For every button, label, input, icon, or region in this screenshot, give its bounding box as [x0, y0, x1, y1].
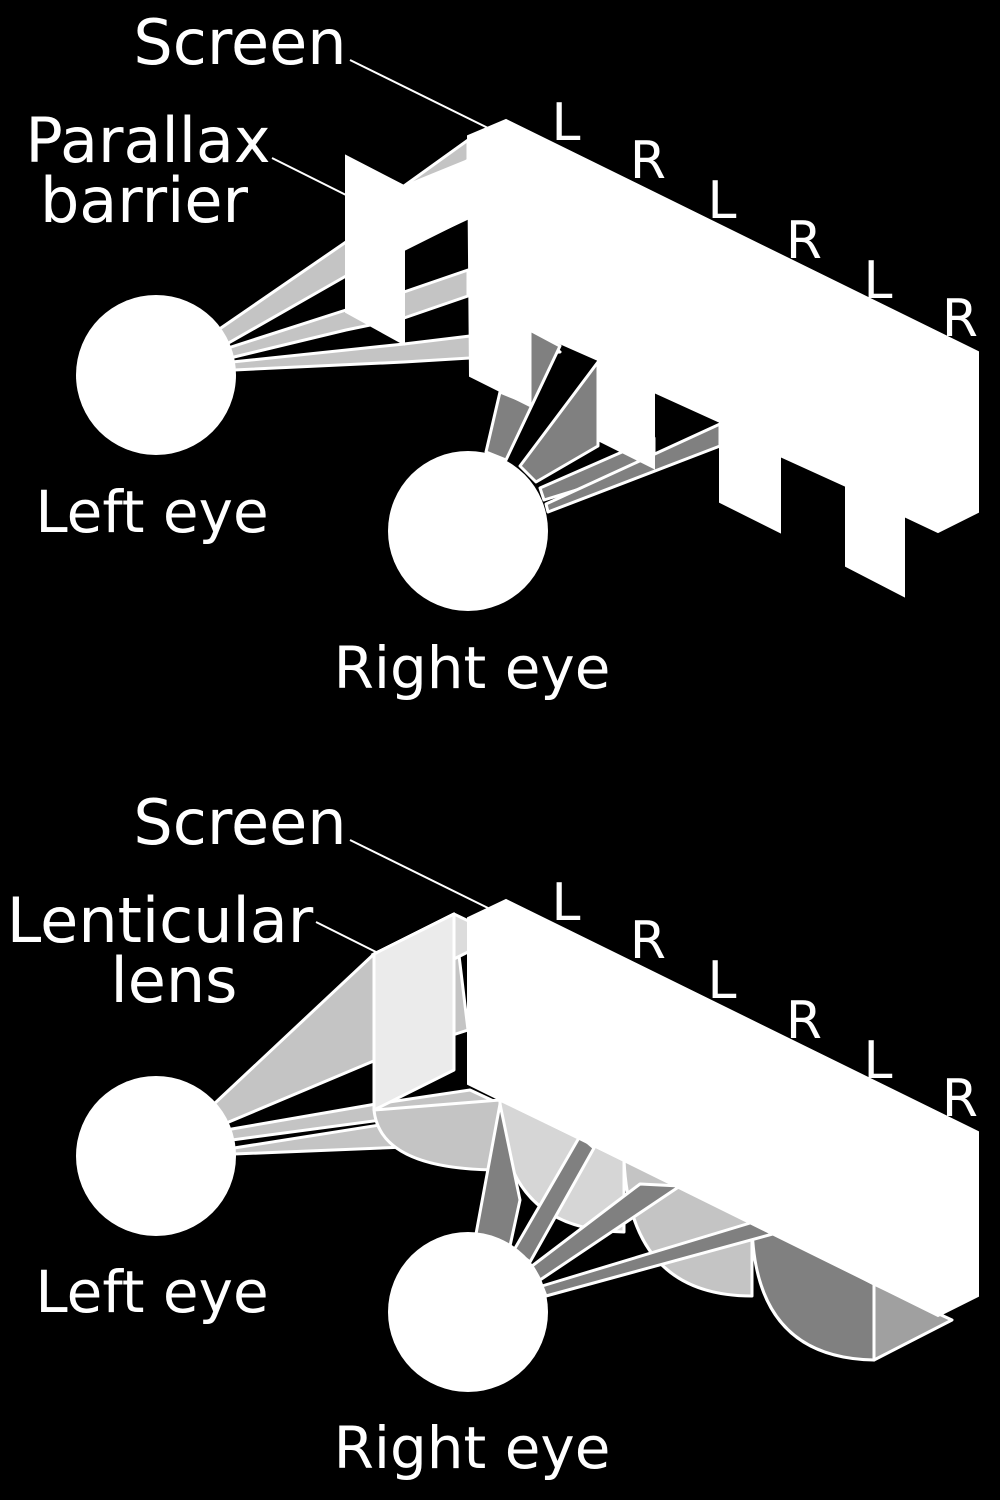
barrier-label-line1: Parallax [25, 104, 270, 177]
lens-column-label-5: L [864, 1031, 893, 1091]
column-label-5: L [864, 251, 893, 311]
lens-screen-label: Screen [133, 786, 346, 859]
lens-column-label-2: R [630, 911, 666, 971]
left-eye [76, 295, 236, 455]
parallax-barrier-panel: Screen Parallax barrier L R L R L R Left… [25, 6, 979, 702]
column-labels: L R L R L R [552, 93, 979, 349]
lens-left-eye-label: Left eye [35, 1258, 268, 1326]
right-beam-2 [518, 360, 600, 484]
screen-block [466, 118, 979, 598]
lens-column-labels: L R L R L R [552, 873, 979, 1129]
lens-cylinder-1 [372, 912, 456, 1112]
lens-right-eye [388, 1232, 548, 1392]
column-label-2: R [630, 131, 666, 191]
lens-cylinder-4-curve [750, 1218, 876, 1362]
lens-screen-block [467, 898, 979, 1318]
lens-right-eye-label: Right eye [334, 1414, 611, 1482]
column-label-4: R [786, 211, 822, 271]
barrier-label-line2: barrier [40, 164, 249, 237]
right-eye [388, 451, 548, 611]
lens-left-eye [76, 1076, 236, 1236]
column-label-3: L [708, 171, 737, 231]
column-label-1: L [552, 93, 581, 153]
lens-column-label-1: L [552, 873, 581, 933]
barrier-slat-1 [345, 154, 405, 346]
screen-leader-line [349, 59, 489, 129]
lens-column-label-6: R [942, 1069, 978, 1129]
barrier-leader-line [271, 157, 349, 197]
left-eye-label: Left eye [35, 478, 268, 546]
lens-column-label-3: L [708, 951, 737, 1011]
right-eye-label: Right eye [334, 634, 611, 702]
lens-column-label-4: R [786, 991, 822, 1051]
lens-label-line1: Lenticular [7, 884, 314, 957]
screen-label: Screen [133, 6, 346, 79]
barrier-slats [345, 154, 469, 346]
lens-label-line2: lens [111, 944, 238, 1017]
lens-leader-line [315, 921, 377, 953]
column-label-6: R [942, 289, 978, 349]
lenticular-lens-panel: Screen Lenticular lens L R L R L R Left … [7, 786, 979, 1482]
lens-screen-leader-line [349, 839, 489, 909]
